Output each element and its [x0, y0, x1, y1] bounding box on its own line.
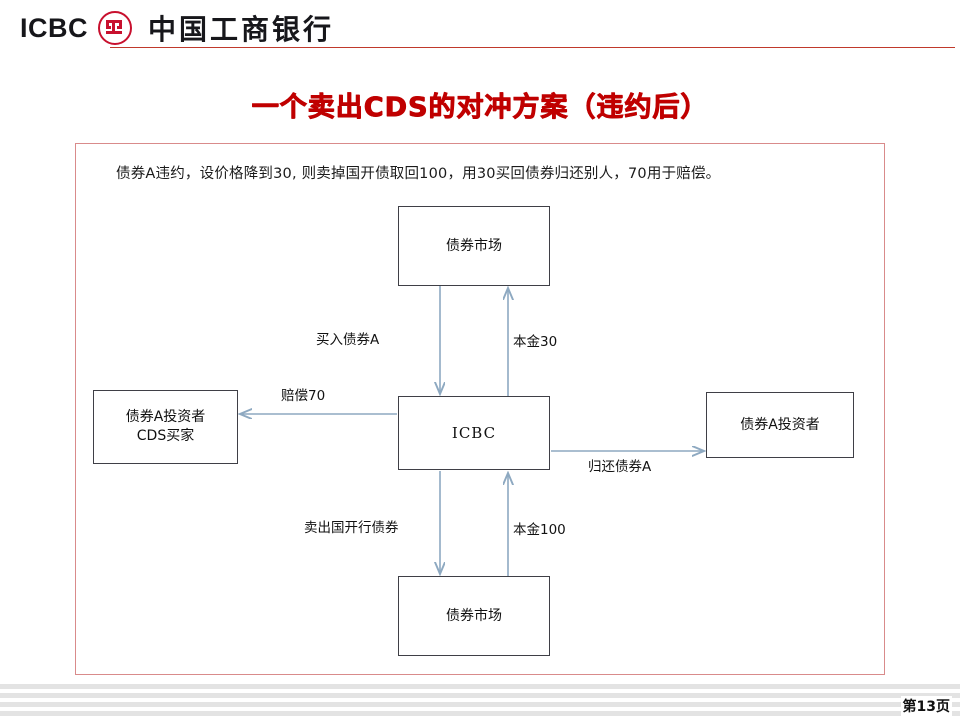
slide-footer: 第13页 — [0, 682, 960, 720]
node-label: 债券A投资者 — [740, 416, 820, 433]
edge-label-buy-bond-a: 买入债券A — [316, 332, 380, 348]
footer-stripe — [0, 684, 960, 689]
edge-label-return-bond-a: 归还债券A — [588, 459, 652, 475]
page-number: 第13页 — [900, 696, 952, 716]
page-title: 一个卖出CDS的对冲方案（违约后） — [251, 92, 709, 124]
node-icbc[interactable]: ICBC — [398, 396, 550, 470]
node-label: 债券市场 — [446, 237, 502, 254]
footer-stripe — [0, 711, 960, 716]
slide-header: ICBC 中国工商银行 — [0, 0, 960, 58]
node-label: 债券市场 — [446, 607, 502, 624]
node-bond-a-investor[interactable]: 债券A投资者 — [706, 392, 854, 458]
footer-stripe — [0, 693, 960, 698]
diagram-frame: 债券A违约，设价格降到30, 则卖掉国开债取回100，用30买回债券归还别人，7… — [75, 143, 885, 675]
node-bond-market-top[interactable]: 债券市场 — [398, 206, 550, 286]
node-label-line2: CDS买家 — [136, 428, 195, 444]
node-bond-market-bottom[interactable]: 债券市场 — [398, 576, 550, 656]
edge-label-principal-30: 本金30 — [513, 334, 558, 350]
header-divider — [110, 47, 955, 48]
node-label-line1: 债券A投资者 — [125, 409, 206, 426]
brand-chinese-text: 中国工商银行 — [148, 13, 335, 46]
node-bond-a-investor-cds-buyer[interactable]: 债券A投资者 CDS买家 — [93, 390, 238, 464]
icbc-logo: ICBC 中国工商银行 — [20, 8, 334, 48]
edge-label-sell-cdb-bond: 卖出国开行债券 — [304, 520, 399, 536]
connector-layer — [76, 144, 886, 676]
diagram-description: 债券A违约，设价格降到30, 则卖掉国开债取回100，用30买回债券归还别人，7… — [116, 166, 721, 182]
brand-latin-text: ICBC — [20, 12, 88, 43]
edge-label-compensate-70: 赔偿70 — [281, 388, 326, 404]
edge-label-principal-100: 本金100 — [513, 522, 566, 538]
footer-stripe — [0, 702, 960, 707]
icbc-emblem-icon — [98, 11, 132, 45]
node-label: ICBC — [451, 423, 497, 442]
